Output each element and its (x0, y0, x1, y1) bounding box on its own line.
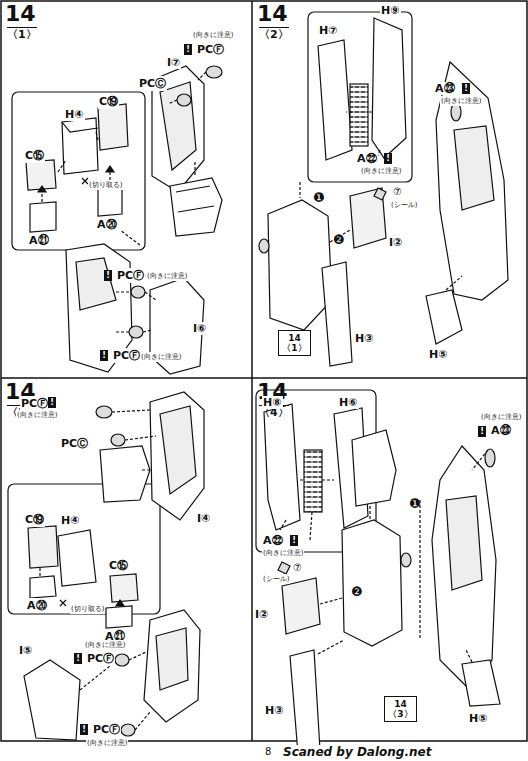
part-number: H⑤ (428, 348, 449, 361)
sticker-number: ⑦ (292, 562, 303, 573)
caution-note: (向きに注意) (146, 271, 188, 281)
step-number: 14 (279, 333, 310, 343)
order-number: ❶ (408, 496, 422, 511)
part-number: A⑳ (96, 217, 118, 232)
part-number: PCⒸ (60, 436, 89, 451)
caution-mark: ! (462, 83, 470, 94)
part-number: PCⒻ (196, 42, 225, 57)
part-number: H④ (60, 514, 81, 527)
part-number: H③ (354, 332, 375, 345)
caution-mark: ! (80, 724, 88, 735)
order-number: ❶ (312, 190, 326, 205)
watermark: Scaned by Dalong.net (282, 745, 432, 759)
part-number: C⑲ (24, 512, 45, 527)
caution-note: (シール) (390, 200, 418, 210)
order-number: ❷ (332, 232, 346, 247)
part-number: H⑤ (468, 712, 489, 725)
part-number: PCⒸ (138, 76, 167, 91)
order-number: ❷ (350, 584, 364, 599)
part-number: PCⒻ (86, 651, 115, 666)
caution-note: (向きに注意) (86, 738, 128, 748)
part-number: A㉒ (356, 152, 378, 165)
part-number: I⑤ (18, 644, 33, 657)
caution-note: (向きに注意) (480, 412, 522, 422)
part-number: A㉓ (490, 424, 512, 437)
caution-note: (切り取る) (70, 604, 105, 614)
part-number: PCⒻ (112, 348, 141, 363)
caution-note: (シール) (262, 574, 290, 584)
caution-mark: ! (384, 153, 392, 164)
caution-mark: ! (478, 426, 486, 437)
step-panel: 14〈4〉14〈3〉 (252, 378, 528, 741)
sub-step-number: 〈3〉 (385, 709, 416, 719)
part-number: A⑳ (26, 598, 48, 613)
part-number: H⑦ (318, 24, 339, 37)
caution-note: (向きに注意) (440, 96, 482, 106)
caution-mark: ! (104, 270, 112, 281)
part-number: I⑦ (166, 56, 181, 69)
caution-mark: ! (48, 397, 56, 408)
step-number: 14 (385, 699, 416, 709)
caution-mark: ! (184, 44, 192, 55)
part-number: C⑲ (98, 94, 119, 109)
sticker-number: ⑦ (392, 186, 403, 197)
step-panel: 14〈2〉14〈1〉 (252, 0, 528, 378)
part-number: PCⒻ (92, 722, 121, 737)
part-number: I⑥ (192, 322, 207, 335)
part-number: C⑮ (108, 558, 129, 573)
part-number: H③ (264, 704, 285, 717)
part-number: I④ (196, 512, 211, 525)
caution-note: (向きに注意) (140, 352, 182, 362)
part-number: PCⒻ (116, 268, 145, 283)
part-number: PCⒻ (20, 396, 49, 411)
caution-note: (向きに注意) (360, 166, 402, 176)
step-number: 14 (5, 2, 36, 26)
page-number: 8 (264, 746, 272, 757)
part-number: I② (388, 236, 403, 249)
part-number: H⑨ (380, 4, 401, 17)
step-reference-box: 14〈3〉 (384, 696, 417, 722)
step-reference-box: 14〈1〉 (278, 330, 311, 356)
caution-note: (向きに注意) (84, 640, 126, 650)
part-number: A㉒ (262, 534, 284, 547)
sub-step-number: 〈2〉 (259, 27, 289, 41)
caution-mark: ! (100, 350, 108, 361)
caution-note: (切り取る) (88, 180, 123, 190)
part-number: A㉓ (434, 82, 456, 95)
part-number: H⑧ (262, 396, 283, 409)
caution-note: (向きに注意) (262, 548, 304, 558)
caution-note: (向きに注意) (16, 410, 58, 420)
part-number: I② (254, 608, 269, 621)
part-number: A㉑ (28, 234, 50, 247)
caution-note: (向きに注意) (192, 30, 234, 40)
part-number: H④ (64, 108, 85, 121)
step-number: 14 (257, 2, 288, 26)
part-number: H⑥ (338, 396, 359, 409)
caution-mark: ! (74, 653, 82, 664)
sub-step-number: 〈1〉 (279, 343, 310, 353)
part-number: C⑮ (24, 148, 45, 163)
caution-mark: ! (290, 535, 298, 546)
sub-step-number: 〈1〉 (7, 27, 37, 41)
